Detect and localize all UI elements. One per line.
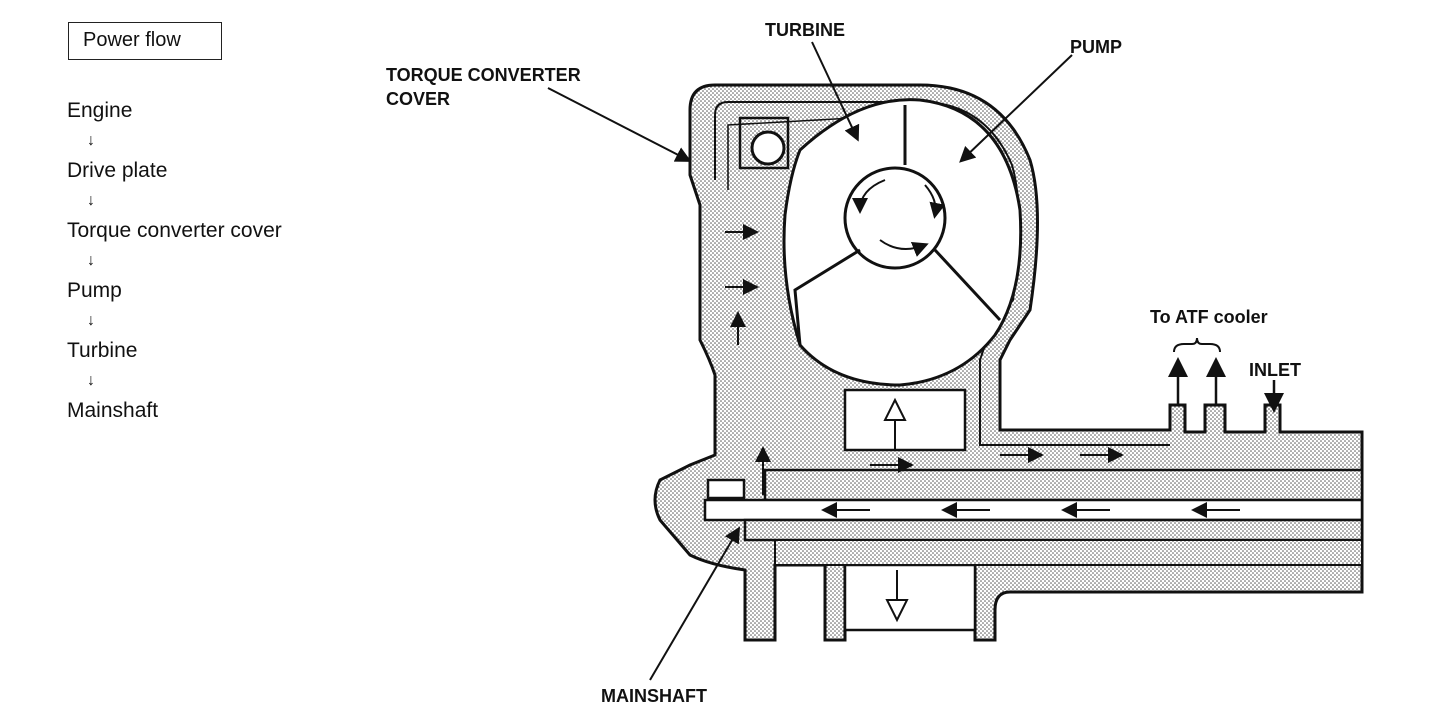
power-flow-title: Power flow bbox=[83, 29, 181, 51]
flow-step-turbine: Turbine bbox=[67, 339, 138, 362]
flow-down-arrow-icon: ↓ bbox=[87, 192, 95, 209]
atf-cooler-label: To ATF cooler bbox=[1150, 307, 1268, 327]
turbine-label: TURBINE bbox=[765, 20, 845, 40]
mainshaft-bore bbox=[703, 498, 1364, 522]
power-flow-list: Engine ↓ Drive plate ↓ Torque converter … bbox=[67, 96, 282, 426]
circulation-arrow bbox=[924, 184, 946, 219]
pump-label: PUMP bbox=[1070, 37, 1122, 57]
flow-step-drive-plate: Drive plate bbox=[67, 159, 168, 182]
circulation-arrow bbox=[852, 179, 886, 214]
outer-shaft-sleeve bbox=[763, 468, 1364, 502]
flow-step-torque-converter-cover: Torque converter cover bbox=[67, 219, 282, 242]
mainshaft-leader bbox=[649, 526, 741, 681]
atf-cooler-brace bbox=[1173, 337, 1221, 353]
flow-down-arrow-icon: ↓ bbox=[87, 312, 95, 329]
torque-converter-cover-label-line2: COVER bbox=[386, 89, 450, 109]
inner-sleeve bbox=[774, 539, 1363, 566]
stator-spoke-left bbox=[793, 248, 861, 346]
torque-converter-cover-leader bbox=[547, 87, 692, 162]
circulation-arrow bbox=[879, 239, 929, 257]
pump-leader bbox=[959, 54, 1073, 163]
mainshaft-body bbox=[743, 518, 1364, 542]
flow-down-arrow-icon: ↓ bbox=[87, 252, 95, 269]
power-flow-title-box: Power flow bbox=[68, 22, 222, 60]
flow-step-pump: Pump bbox=[67, 279, 122, 302]
flow-down-arrow-icon: ↓ bbox=[87, 132, 95, 149]
flow-step-engine: Engine bbox=[67, 99, 133, 122]
damper-housing bbox=[738, 116, 790, 170]
flow-down-arrow-icon bbox=[885, 599, 909, 623]
torque-converter-cover-label-line1: TORQUE CONVERTER bbox=[386, 65, 581, 85]
lower-hub-housing bbox=[843, 563, 977, 632]
damper-ring bbox=[750, 130, 786, 166]
stator-core bbox=[843, 166, 947, 270]
flow-step-mainshaft: Mainshaft bbox=[67, 399, 159, 422]
turbine-leader bbox=[811, 41, 860, 142]
mainshaft-label: MAINSHAFT bbox=[601, 686, 707, 706]
shaft-nose-block bbox=[706, 478, 746, 500]
inlet-label: INLET bbox=[1249, 360, 1301, 380]
flow-down-arrow-icon: ↓ bbox=[87, 372, 95, 389]
stator-spoke-right bbox=[933, 248, 1002, 322]
